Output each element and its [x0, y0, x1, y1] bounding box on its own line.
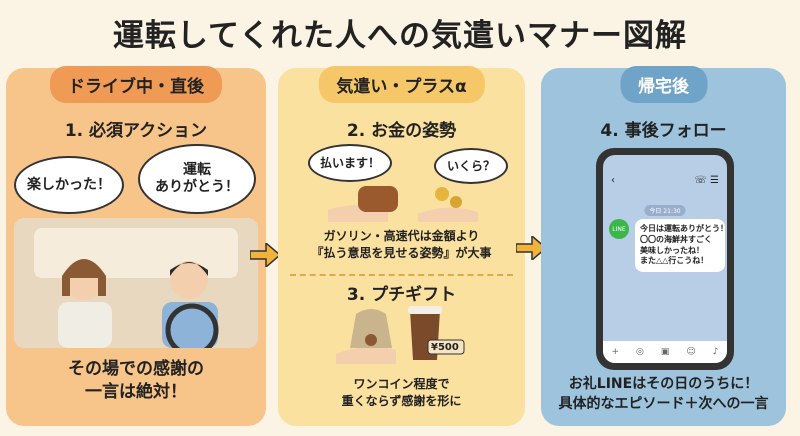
chat-input-bar: + ◎ ▣ ☺ ♪ — [603, 341, 727, 363]
price-tag: ¥500 — [431, 342, 459, 353]
speech-bubble: 払います！ — [308, 144, 392, 182]
message-timestamp: 今日 21:30 — [644, 205, 686, 216]
car-passengers-illustration — [14, 218, 258, 348]
back-icon: ‹ — [611, 175, 615, 186]
chat-message: 今日は運転ありがとう！ 〇〇の海鮮丼すごく 美味しかったね！ また△△行こうね！ — [635, 219, 727, 273]
panel-header: 帰宅後 — [620, 66, 707, 103]
arrow-right-icon — [516, 236, 546, 260]
camera-icon: ◎ — [636, 347, 644, 357]
line-app-icon: LINE — [609, 219, 629, 239]
page-title: 運転してくれた人への気遣いマナー図解 — [112, 18, 688, 54]
speech-bubble: 運転 ありがとう！ — [138, 144, 256, 214]
panel-caption: ワンコイン程度で 重くならず感謝を形に — [341, 377, 462, 408]
panel-header: 気遣い・プラスα — [318, 66, 485, 103]
section-divider — [290, 274, 513, 276]
image-icon: ▣ — [660, 347, 670, 357]
panel-caption: その場での感謝の 一言は絶対！ — [68, 359, 204, 402]
arrow-right-icon — [250, 243, 280, 267]
plus-icon: + — [611, 347, 620, 357]
panel-header: ドライブ中・直後 — [50, 66, 222, 103]
wallet-hands-illustration — [328, 186, 478, 222]
section-heading: 2. お金の姿勢 — [346, 121, 457, 141]
panel-during-drive: ドライブ中・直後 1. 必須アクション 楽しかった！ 運転 ありがとう！ その場… — [6, 66, 266, 426]
speech-bubble: 楽しかった！ — [14, 156, 124, 214]
speech-bubble: いくら？ — [434, 148, 508, 184]
mic-icon: ♪ — [712, 347, 719, 357]
panel-after-return: 帰宅後 4. 事後フォロー ‹ ☏ ☰ 今日 21:30 LINE 今日は運転あり… — [541, 66, 786, 426]
panel-extra-care: 気遣い・プラスα 2. お金の姿勢 払います！ いくら？ ガソリン・高速代は金額… — [278, 66, 525, 426]
emoji-icon: ☺ — [686, 347, 696, 357]
panel-caption: ガソリン・高速代は金額より 『払う意思を見せる姿勢』が大事 — [311, 229, 492, 260]
section-heading: 4. 事後フォロー — [600, 121, 727, 141]
gift-coffee-illustration — [336, 306, 465, 364]
smartphone: ‹ ☏ ☰ 今日 21:30 LINE 今日は運転ありがとう！ 〇〇の海鮮丼すごく… — [596, 148, 734, 370]
panel-caption: お礼LINEはその日のうちに！ 具体的なエピソード＋次への一言 — [558, 376, 769, 413]
section-heading: 1. 必須アクション — [64, 121, 208, 141]
call-menu-icon: ☏ ☰ — [694, 175, 719, 186]
section-heading: 3. プチギフト — [346, 285, 457, 305]
